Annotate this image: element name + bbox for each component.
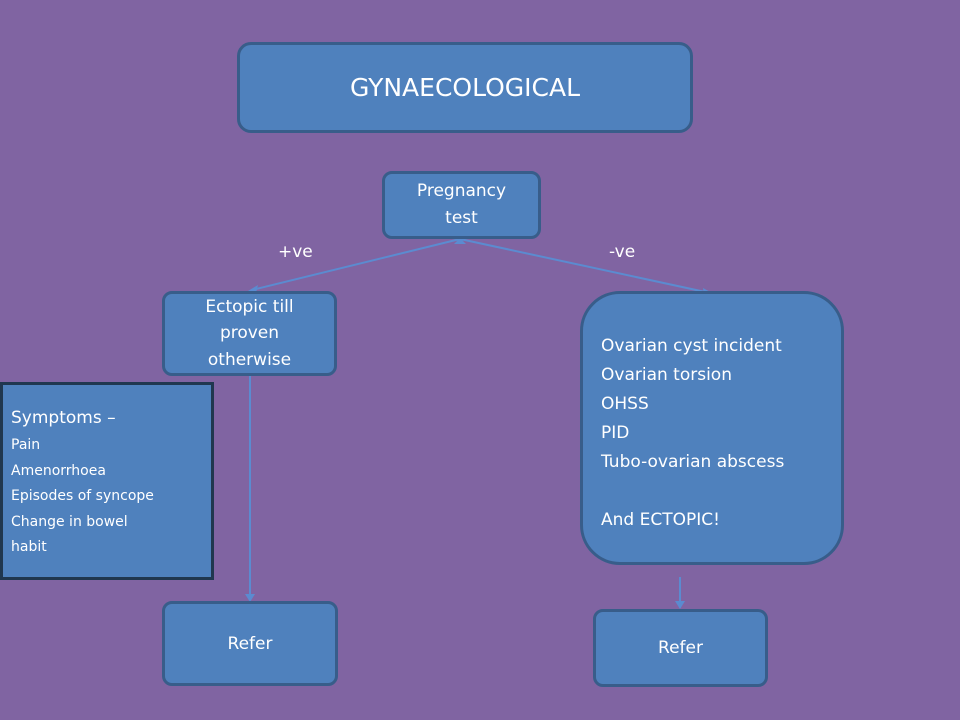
pregnancy-test-line-1: Pregnancy xyxy=(416,180,507,201)
refer-left-label: Refer xyxy=(227,633,273,654)
arrowhead-refer-left xyxy=(245,594,255,602)
ectopic-line-3: otherwise xyxy=(207,349,292,370)
differential-item: Tubo-ovarian abscess xyxy=(601,452,785,472)
symptom-item: Amenorrhoea xyxy=(11,462,106,479)
differential-final: And ECTOPIC! xyxy=(601,510,720,530)
differentials-box: Ovarian cyst incident Ovarian torsion OH… xyxy=(580,291,844,565)
differential-item: OHSS xyxy=(601,394,649,414)
ectopic-line-1: Ectopic till xyxy=(205,296,294,317)
spacer xyxy=(601,477,784,506)
symptoms-heading: Symptoms – xyxy=(11,408,116,428)
connector-test-to-ectopic xyxy=(251,238,461,291)
differential-item: Ovarian cyst incident xyxy=(601,336,782,356)
refer-right-box: Refer xyxy=(593,609,768,687)
symptom-item: habit xyxy=(11,539,47,555)
differential-item: PID xyxy=(601,423,630,443)
arrowhead-test xyxy=(454,238,466,244)
symptoms-box: Symptoms – Pain Amenorrhoea Episodes of … xyxy=(0,382,214,580)
title-box: GYNAECOLOGICAL xyxy=(237,42,693,133)
ectopic-box: Ectopic till proven otherwise xyxy=(162,291,337,376)
symptom-item: Pain xyxy=(11,437,41,453)
arrowhead-refer-right xyxy=(675,601,685,609)
ectopic-line-2: proven xyxy=(219,323,280,344)
pregnancy-test-box: Pregnancy test xyxy=(382,171,541,239)
refer-right-label: Refer xyxy=(658,638,703,658)
symptom-item: Episodes of syncope xyxy=(11,488,154,504)
positive-branch-label: +ve xyxy=(278,242,313,262)
negative-branch-label: -ve xyxy=(609,242,636,262)
differential-item: Ovarian torsion xyxy=(601,365,732,385)
symptom-item: Change in bowel xyxy=(11,513,128,530)
connector-test-to-differentials xyxy=(459,238,711,294)
pregnancy-test-line-2: test xyxy=(445,208,478,228)
title-text: GYNAECOLOGICAL xyxy=(349,73,581,102)
refer-left-box: Refer xyxy=(162,601,338,686)
